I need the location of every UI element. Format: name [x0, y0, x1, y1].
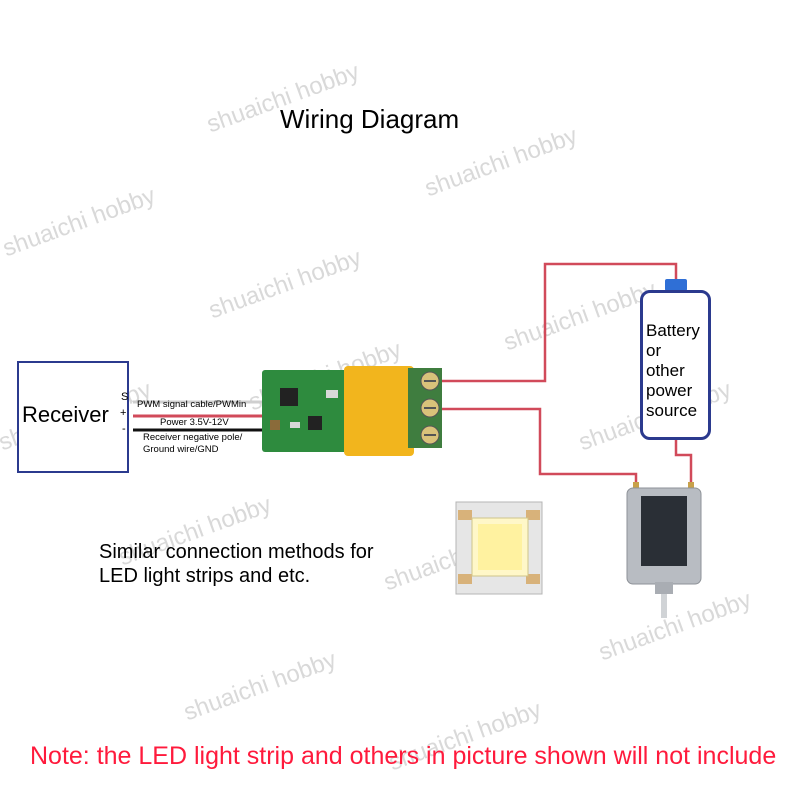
receiver-box: [17, 361, 129, 473]
receiver-pin-signal: S: [121, 391, 129, 403]
power-wire-label: Power 3.5V-12V: [160, 417, 229, 428]
battery-motor-wire: [674, 440, 693, 486]
dc-motor: [626, 482, 702, 618]
receiver-pin-negative: -: [122, 423, 126, 435]
signal-wire-label: PWM signal cable/PWMin: [137, 399, 247, 410]
battery-label-line: or: [646, 341, 662, 360]
motor-window: [641, 496, 687, 566]
battery-positive-wire: [432, 262, 678, 383]
similar-line-2: LED light strips and etc.: [99, 565, 311, 587]
controller-module: [262, 366, 442, 456]
battery-body: [640, 290, 711, 440]
ground-wire-label-2: Ground wire/GND: [143, 444, 219, 455]
chip: [280, 388, 298, 406]
led-chip: [455, 501, 543, 595]
diagram-title: Wiring Diagram: [280, 104, 460, 134]
note-text: Note: the LED light strip and others in …: [30, 742, 777, 770]
similar-connection-text: Similar connection methods for LED light…: [99, 540, 374, 588]
receiver-label: Receiver: [22, 402, 109, 427]
receiver-pin-positive: +: [120, 407, 127, 419]
smd-component: [290, 422, 300, 428]
chip: [308, 416, 322, 430]
similar-line-1: Similar connection methods for: [99, 541, 374, 563]
motor-wire: [432, 407, 638, 486]
ground-wire-label-1: Receiver negative pole/: [143, 432, 243, 443]
battery-label-line: Battery: [646, 321, 700, 340]
battery-label-line: other: [646, 361, 685, 380]
led-emitter: [478, 524, 522, 570]
smd-component: [326, 390, 338, 398]
smd-component: [270, 420, 280, 430]
battery-label-line: source: [646, 401, 698, 420]
relay: [344, 366, 414, 456]
battery-terminal: [665, 279, 687, 291]
motor-shaft: [661, 594, 667, 618]
pcb-board: [262, 370, 350, 452]
battery-label-line: power: [646, 381, 693, 400]
